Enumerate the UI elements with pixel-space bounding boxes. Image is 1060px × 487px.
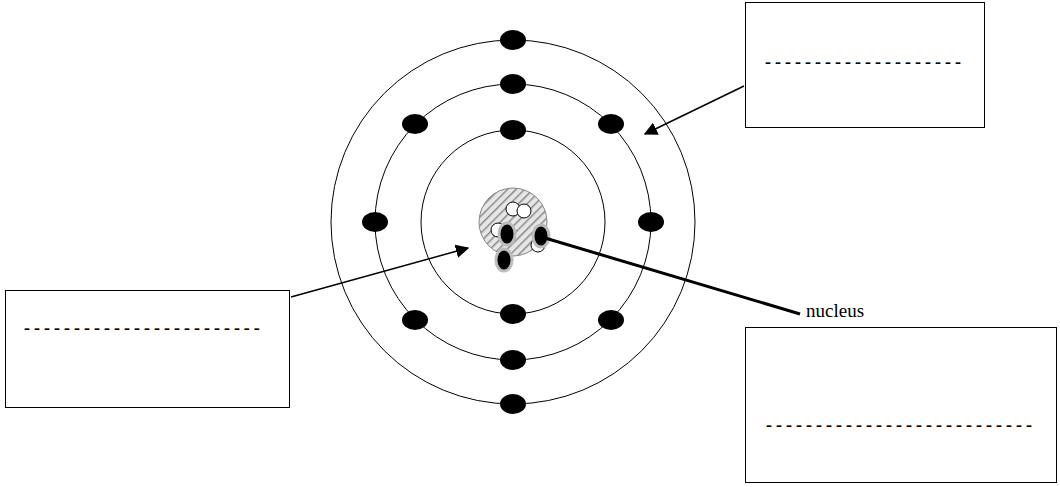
leader-line <box>545 238 800 314</box>
middle-shell <box>375 84 651 360</box>
callout-box: -------------------- <box>745 2 985 128</box>
callout-box: --------------------------- <box>745 327 1057 483</box>
part-label: nucleus <box>804 300 866 322</box>
leader-arrow <box>645 86 744 134</box>
electrons <box>362 30 664 414</box>
inner-shell <box>421 130 605 314</box>
blank-answer: --------------------------- <box>764 416 1038 436</box>
callout-box: ------------------------ <box>5 290 290 408</box>
blank-answer: -------------------- <box>764 53 966 73</box>
outer-shell <box>331 40 695 404</box>
blank-answer: ------------------------ <box>24 319 271 339</box>
nucleons <box>491 202 549 271</box>
leader-arrow <box>291 248 468 297</box>
